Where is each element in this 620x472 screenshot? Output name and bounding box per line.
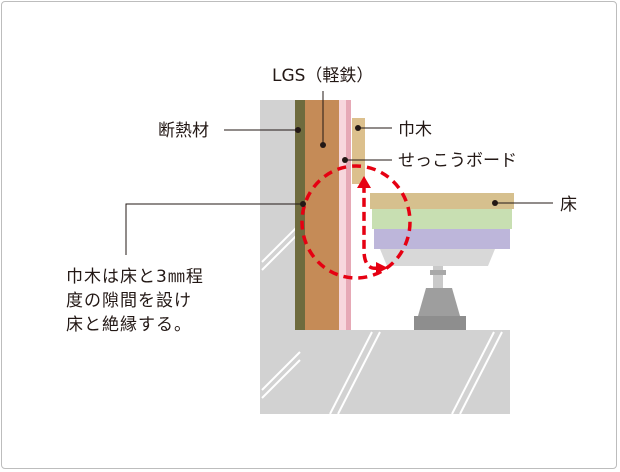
gypsum-leader-dot [342, 157, 348, 163]
pedestal-bolt [433, 266, 443, 288]
insulation-layer [295, 100, 305, 330]
note-line-1: 巾木は床と3㎜程 [66, 267, 204, 287]
note-line-2: 度の隙間を設け [66, 291, 192, 311]
pedestal-base [418, 288, 460, 316]
floor-leader-dot [492, 200, 498, 206]
floor-finish-layer [370, 193, 514, 209]
baseboard-leader-dot [355, 125, 361, 131]
label-lgs: LGS（軽鉄） [272, 66, 373, 86]
insulation-leader-dot [295, 127, 301, 133]
gypsum-board-edge [346, 100, 351, 330]
note-leader-dot [300, 201, 306, 207]
gap-arrow-head-top [357, 176, 371, 188]
gap-callout-ellipse [300, 164, 412, 280]
floor-green-layer [372, 209, 512, 229]
floor-purple-layer [374, 229, 510, 249]
note-line-3: 床と絶縁する。 [66, 315, 192, 335]
floor-support-plate [380, 249, 495, 266]
label-baseboard: 巾木 [398, 120, 432, 140]
pedestal-foot [414, 316, 466, 330]
leader-lines [125, 91, 553, 255]
lgs-leader-dot [320, 142, 326, 148]
gap-callout-arrow [362, 180, 379, 271]
pedestal-nut [430, 270, 446, 275]
concrete-hatching [261, 223, 503, 414]
label-insulation: 断熱材 [158, 121, 209, 141]
lgs-stud [305, 100, 339, 330]
label-floor: 床 [560, 195, 577, 215]
gap-arrow-head-bottom [376, 262, 388, 274]
label-gypsum-board: せっこうボード [398, 151, 517, 171]
concrete-structure [260, 100, 510, 414]
